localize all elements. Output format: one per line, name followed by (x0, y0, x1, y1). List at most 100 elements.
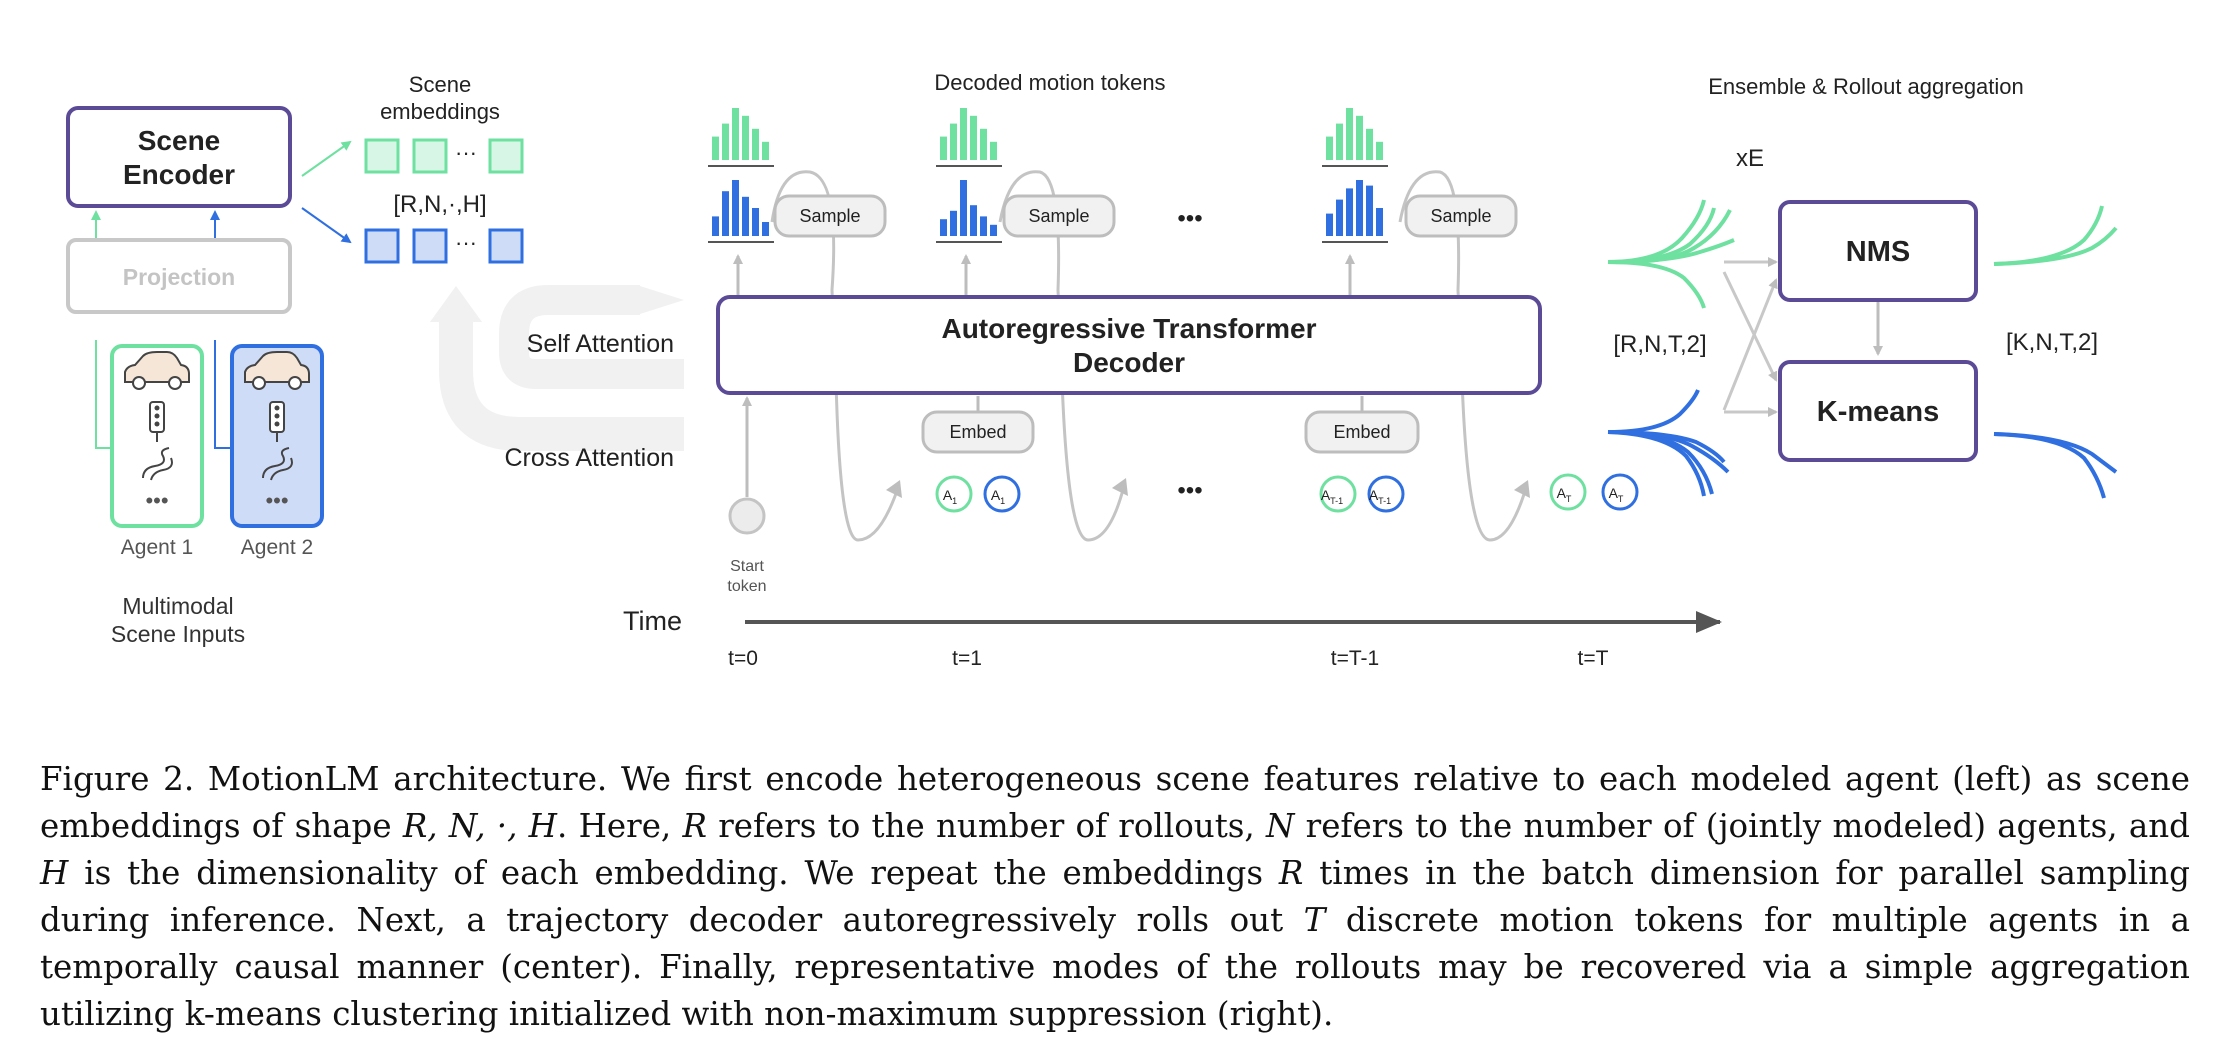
enc-emb-arrow-blue (301, 207, 352, 244)
sample-label-3: Sample (1430, 206, 1491, 226)
rollouts-blue (1607, 389, 1730, 497)
multimodal-label-line2: Scene Inputs (111, 621, 245, 647)
agent1-label: Agent 1 (121, 536, 193, 559)
nms-box (1778, 200, 1978, 302)
figure-caption: Figure 2. MotionLM architecture. We firs… (40, 756, 2190, 1038)
projection-box (66, 238, 292, 314)
tick-t0: t=0 (728, 647, 758, 670)
sample-label-1: Sample (799, 206, 860, 226)
scene-encoder-label-line2: Encoder (123, 159, 235, 190)
tick-tT-1: t=T-1 (1331, 647, 1379, 670)
xe-label: xE (1736, 145, 1764, 172)
token-histogram-3 (1322, 108, 1388, 243)
projection-label: Projection (123, 264, 235, 290)
enc-emb-arrow-green (301, 140, 352, 177)
caption-text-7: discrete motion tokens for multiple agen… (40, 901, 2190, 1033)
caption-text-2: . Here, (557, 807, 683, 845)
embeddings-title-line1: Scene (409, 72, 471, 97)
kmeans-label: K-means (1817, 396, 1940, 428)
decoder-box (716, 295, 1542, 395)
nms-label: NMS (1846, 236, 1910, 268)
caption-text-5: is the dimensionality of each embedding.… (68, 854, 1279, 892)
scene-encoder-label-line1: Scene (138, 125, 221, 156)
ensemble-title: Ensemble & Rollout aggregation (1708, 74, 2024, 99)
agent2-label: Agent 2 (241, 536, 313, 559)
caption-text-4: refers to the number of (jointly modeled… (1294, 807, 2190, 845)
self-attention-label: Self Attention (527, 330, 674, 358)
token-at-blue: AT (1601, 473, 1639, 511)
embedding-green-2 (412, 138, 448, 174)
loop-arrowhead-2 (1112, 478, 1128, 496)
token-histograms (708, 108, 1388, 243)
token-a1-green: A1 (935, 475, 973, 513)
car-icon (244, 351, 310, 390)
caption-var-R: R (682, 807, 707, 845)
start-token-label-line1: Start (730, 558, 764, 575)
start-token-label-line2: token (727, 578, 766, 595)
embed-label-1: Embed (949, 422, 1006, 442)
output-modes-blue (1993, 432, 2118, 499)
caption-var-R2: R (1278, 854, 1304, 892)
architecture-diagram: ••• ••• Agent 1 Agent 2 Multimodal Scene… (66, 70, 2118, 670)
road-icon (262, 447, 293, 481)
agent2-dots: ••• (265, 488, 288, 513)
caption-text-1: Figure 2. MotionLM architecture. We firs… (40, 760, 2190, 845)
embedding-green-1 (364, 138, 400, 174)
token-histogram-1 (708, 108, 774, 243)
embed-pill-1 (921, 410, 1035, 454)
loop-arrowhead-1 (886, 480, 902, 498)
caption-shape: R, N, ·, H (402, 807, 558, 845)
time-label: Time (623, 606, 682, 636)
sample-pill-1 (773, 194, 887, 238)
traffic-light-icon (269, 401, 285, 442)
sample-pill-3 (1404, 194, 1518, 238)
aggregation-arrows (1722, 257, 1778, 417)
caption-var-T: T (1303, 901, 1326, 939)
road-icon (142, 447, 173, 481)
token-at-1-blue: AT-1 (1367, 475, 1405, 513)
loop-arrowhead-3 (1514, 480, 1530, 498)
agent1-connector (95, 340, 112, 449)
rollouts-green (1607, 199, 1735, 309)
decoder-title-line1: Autoregressive Transformer (941, 313, 1316, 344)
embedding-blue-dots: ··· (455, 230, 477, 255)
embedding-green-3 (488, 138, 524, 174)
embedding-blue-2 (412, 228, 448, 264)
tick-t1: t=1 (952, 647, 982, 670)
caption-text-3: refers to the number of rollouts, (706, 807, 1266, 845)
token-a1-blue: A1 (983, 475, 1021, 513)
token-at-1-green: AT-1 (1319, 475, 1357, 513)
svg-text:A1: A1 (943, 487, 957, 506)
embedding-green-dots: ··· (455, 140, 477, 165)
kmeans-box (1778, 360, 1978, 462)
output-shape-label: [K,N,T,2] (2006, 329, 2098, 356)
embed-label-2: Embed (1333, 422, 1390, 442)
embeddings-title-line2: embeddings (380, 99, 500, 124)
car-icon (124, 351, 190, 390)
token-histogram-2 (936, 108, 1002, 243)
rollout-shape-label: [R,N,T,2] (1613, 331, 1706, 358)
cross-attention-label: Cross Attention (504, 444, 674, 472)
scene-encoder-box (66, 106, 292, 208)
caption-var-H: H (40, 854, 69, 892)
svg-text:A1: A1 (991, 487, 1005, 506)
agent1-icons (124, 351, 190, 481)
output-modes-green (1993, 205, 2118, 266)
svg-text:AT: AT (1557, 485, 1572, 504)
embeddings-shape: [R,N,·,H] (393, 191, 486, 218)
decoder-bottom-ellipsis: ••• (1177, 477, 1202, 504)
embedding-blue-3 (488, 228, 524, 264)
decoder-top-ellipsis: ••• (1177, 205, 1202, 232)
multimodal-label-line1: Multimodal (122, 593, 233, 619)
decoder-title-line2: Decoder (1073, 347, 1185, 378)
sample-label-2: Sample (1028, 206, 1089, 226)
agent2-connector (214, 340, 232, 449)
svg-text:AT: AT (1609, 485, 1624, 504)
agent2-icons (244, 351, 310, 481)
start-token (728, 497, 766, 535)
decoded-tokens-title: Decoded motion tokens (934, 70, 1165, 95)
embed-pill-2 (1304, 410, 1420, 454)
caption-var-N: N (1266, 807, 1295, 845)
svg-text:AT-1: AT-1 (1321, 487, 1343, 506)
caption-text-6: times in the batch dimension for paralle… (40, 854, 2190, 939)
